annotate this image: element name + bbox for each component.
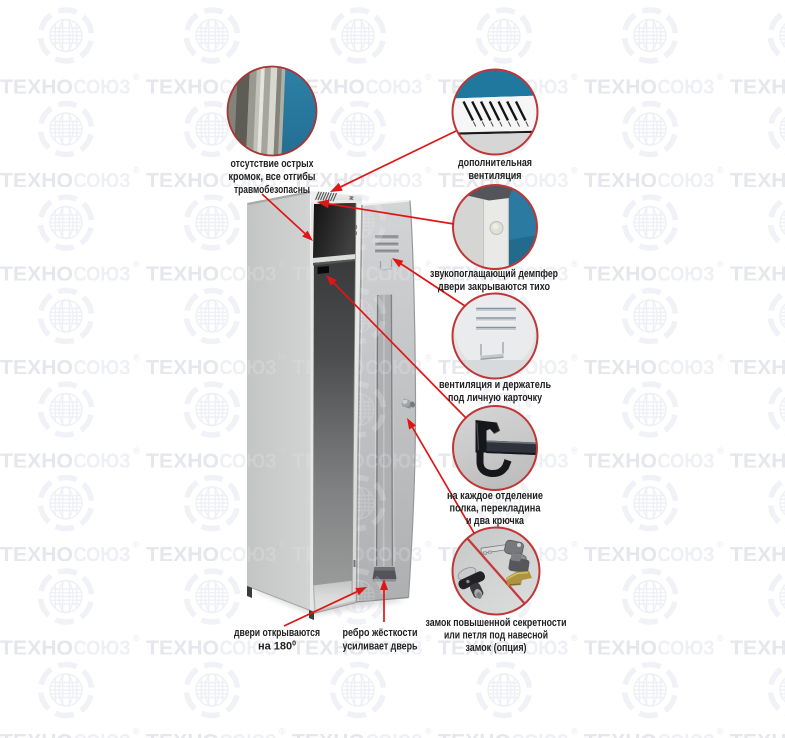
svg-text:усиливает дверь: усиливает дверь	[343, 641, 418, 653]
svg-text:замок повышенной секретности: замок повышенной секретности	[426, 617, 567, 629]
svg-text:двери закрываются тихо: двери закрываются тихо	[438, 281, 550, 293]
svg-text:отсутствие острых: отсутствие острых	[231, 158, 315, 170]
svg-text:и два крючка: и два крючка	[466, 515, 525, 527]
svg-text:звукопоглащающий демпфер: звукопоглащающий демпфер	[430, 268, 558, 280]
svg-text:на каждое отделение: на каждое отделение	[447, 490, 543, 502]
svg-text:замок (опция): замок (опция)	[466, 642, 527, 654]
svg-text:дополнительная: дополнительная	[458, 157, 532, 169]
svg-text:вентиляция и держатель: вентиляция и держатель	[439, 379, 551, 391]
svg-text:на 1800: на 1800	[258, 641, 296, 653]
svg-text:или петля под навесной: или петля под навесной	[444, 630, 548, 642]
svg-text:ребро жёсткости: ребро жёсткости	[343, 627, 418, 639]
svg-text:кромок, все отгибы: кромок, все отгибы	[229, 171, 316, 183]
svg-text:под личную карточку: под личную карточку	[448, 392, 543, 404]
svg-text:вентиляция: вентиляция	[469, 170, 522, 182]
svg-text:полка, перекладина: полка, перекладина	[450, 503, 542, 515]
svg-text:двери открываются: двери открываются	[234, 627, 320, 639]
svg-text:травмобезопасны: травмобезопасны	[234, 184, 310, 196]
